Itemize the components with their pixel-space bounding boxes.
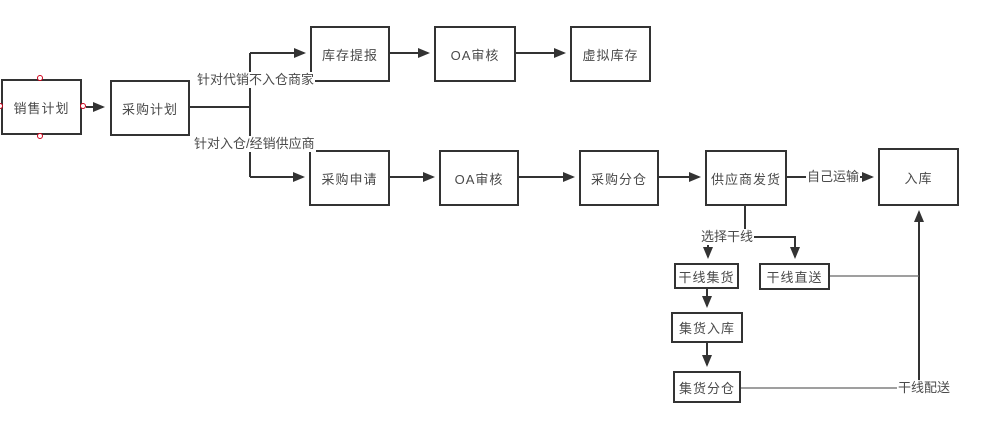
node-label: OA审核 xyxy=(450,47,500,63)
node-label: 入库 xyxy=(904,170,933,186)
node-label: 采购申请 xyxy=(321,171,378,187)
node-label: 采购分仓 xyxy=(590,171,647,187)
node-label: 采购计划 xyxy=(121,101,178,117)
node-label: 干线直送 xyxy=(766,270,823,285)
connection-handle-bottom[interactable] xyxy=(37,133,43,139)
node-label: 库存提报 xyxy=(321,47,378,63)
node-virtual-inventory[interactable]: 虚拟库存 xyxy=(570,26,651,82)
connection-handle-left[interactable] xyxy=(0,102,3,109)
node-warehouse-entry[interactable]: 入库 xyxy=(878,148,959,206)
node-trunk-direct-delivery[interactable]: 干线直送 xyxy=(759,263,830,290)
node-trunk-collection[interactable]: 干线集货 xyxy=(674,263,739,289)
edge-label-choose-trunk: 选择干线 xyxy=(700,229,755,245)
connection-handle-right[interactable] xyxy=(80,102,86,109)
node-collection-warehouse-entry[interactable]: 集货入库 xyxy=(671,312,743,343)
edge-label-warehouse-branch: 针对入仓/经销供应商 xyxy=(193,136,316,152)
node-oa-review-mid[interactable]: OA审核 xyxy=(439,150,519,206)
node-label: 集货入库 xyxy=(678,321,735,336)
node-purchase-split-warehouse[interactable]: 采购分仓 xyxy=(579,150,659,206)
node-sales-plan[interactable]: 销售计划 xyxy=(0,75,86,139)
edge-label-consignment-branch: 针对代销不入仓商家 xyxy=(196,72,316,88)
node-supplier-shipping[interactable]: 供应商发货 xyxy=(705,150,787,206)
node-purchase-request[interactable]: 采购申请 xyxy=(309,150,390,206)
node-label: 集货分仓 xyxy=(678,380,735,396)
edge-label-trunk-delivery: 干线配送 xyxy=(897,380,952,396)
node-collection-split-warehouse[interactable]: 集货分仓 xyxy=(673,371,741,403)
node-oa-review-top[interactable]: OA审核 xyxy=(434,26,516,82)
node-label: 虚拟库存 xyxy=(582,47,639,63)
node-label: OA审核 xyxy=(454,171,504,187)
node-purchase-plan[interactable]: 采购计划 xyxy=(110,80,190,136)
connection-handle-top[interactable] xyxy=(37,75,43,81)
node-inventory-report[interactable]: 库存提报 xyxy=(310,26,390,82)
node-label: 供应商发货 xyxy=(710,171,781,187)
node-label: 销售计划 xyxy=(13,100,70,116)
node-label: 干线集货 xyxy=(678,269,735,285)
edge-label-self-transport: 自己运输 xyxy=(806,169,861,185)
